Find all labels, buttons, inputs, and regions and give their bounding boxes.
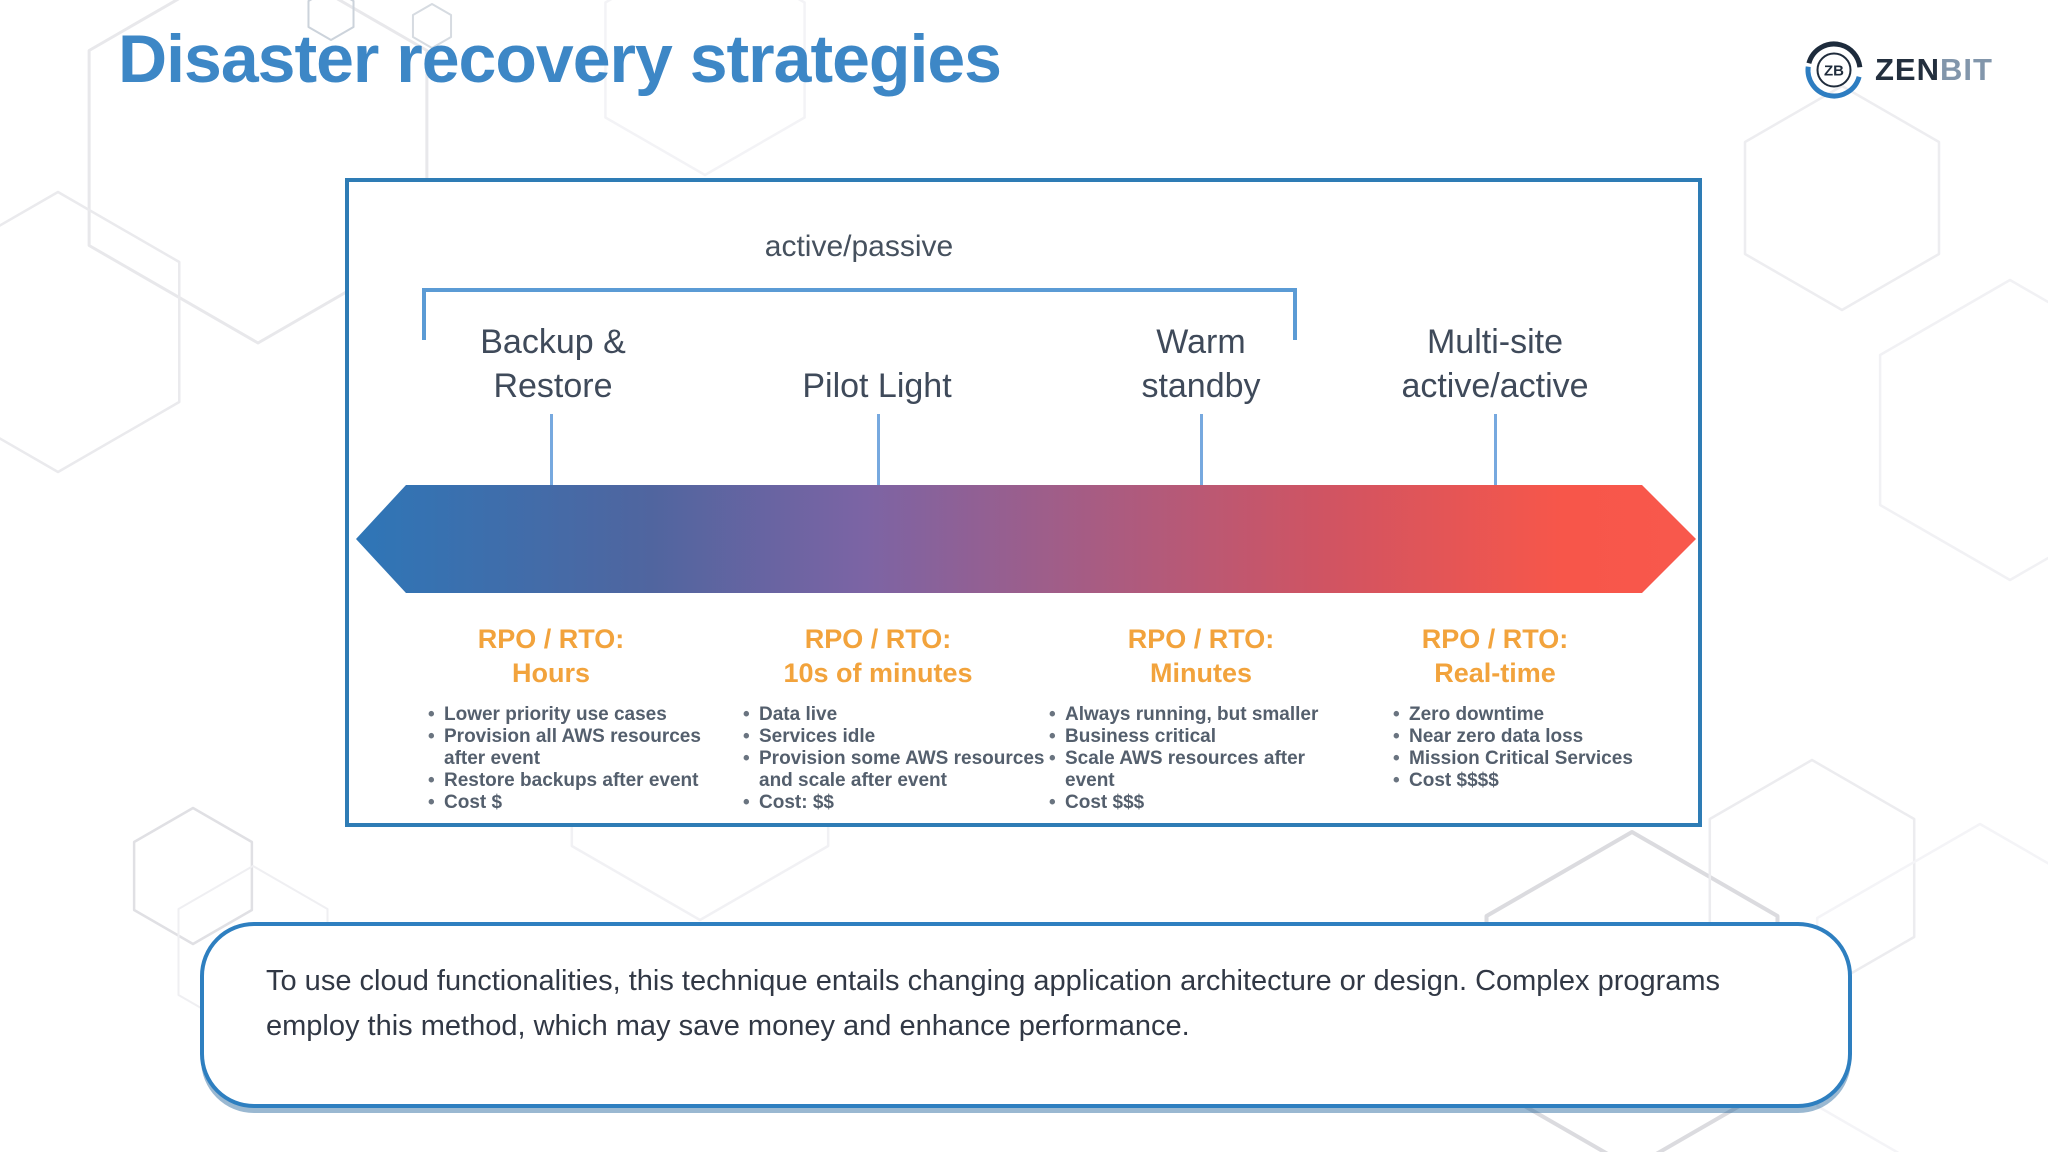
strategy-label-line: active/active [1401,367,1589,405]
brand-bit: BIT [1940,52,1993,87]
dr-strategies-diagram: active/passive Backup & Restore Pilot Li… [345,178,1702,827]
rpo-rto-line: Minutes [1149,658,1253,688]
strategy-label-line: Backup & [480,323,626,361]
strategy-details-list-backup-restore: Lower priority use cases Provision all A… [426,704,738,814]
rpo-rto-line: RPO / RTO: [1421,624,1569,654]
list-item: Near zero data loss [1391,726,1703,748]
strategy-label-pilot-light: Pilot Light [802,320,951,408]
list-item: Cost $$$$ [1391,770,1703,792]
rpo-rto-label-real-time: RPO / RTO: Real-time [1422,622,1569,690]
logo-mark-text: ZB [1824,63,1844,80]
rpo-rto-line: RPO / RTO: [477,624,625,654]
zenbit-logo-text: ZENBIT [1875,52,1993,88]
list-item: Scale AWS resources after event [1047,748,1359,792]
list-item: Cost $ [426,792,738,814]
list-item: Business critical [1047,726,1359,748]
list-item: Cost $$$ [1047,792,1359,814]
list-item: Always running, but smaller [1047,704,1359,726]
strategy-details-list-multi-site: Zero downtime Near zero data loss Missio… [1391,704,1703,792]
gradient-spectrum-arrow [356,485,1696,593]
strategy-label-line: standby [1141,367,1261,405]
strategy-label-line: Restore [493,367,613,405]
strategy-label-line: Warm [1156,323,1246,361]
rpo-rto-line: RPO / RTO: [1127,624,1275,654]
list-item: Provision some AWS resources and scale a… [741,748,1053,792]
active-passive-label: active/passive [764,230,954,263]
list-item: Lower priority use cases [426,704,738,726]
active-passive-bracket [422,288,1297,340]
strategy-details-list-pilot-light: Data live Services idle Provision some A… [741,704,1053,814]
rpo-rto-line: Real-time [1434,658,1556,688]
list-item: Zero downtime [1391,704,1703,726]
list-item: Cost: $$ [741,792,1053,814]
strategy-label-multi-site: Multi-site active/active [1401,320,1588,408]
strategy-label-backup-restore: Backup & Restore [480,320,626,408]
rpo-rto-line: Hours [511,658,591,688]
list-item: Restore backups after event [426,770,738,792]
list-item: Services idle [741,726,1053,748]
list-item: Provision all AWS resources after event [426,726,738,770]
rpo-rto-line: RPO / RTO: [804,624,952,654]
list-item: Mission Critical Services [1391,748,1703,770]
hexagon-decoration [1878,278,2048,582]
zenbit-logo: ZB ZENBIT [1800,36,1993,104]
list-item: Data live [741,704,1053,726]
strategy-label-line: Multi-site [1426,323,1564,361]
strategy-details-list-warm-standby: Always running, but smaller Business cri… [1047,704,1359,814]
brand-zen: ZEN [1875,52,1940,87]
strategy-label-line [802,320,951,364]
strategy-label-line: Pilot Light [802,367,952,405]
note-text: To use cloud functionalities, this techn… [266,965,1721,1042]
hexagon-decoration [1743,84,1941,312]
rpo-rto-label-minutes: RPO / RTO: Minutes [1128,622,1275,690]
rpo-rto-label-hours: RPO / RTO: Hours [478,622,625,690]
page-title: Disaster recovery strategies [118,21,1002,97]
strategy-label-warm-standby: Warm standby [1141,320,1260,408]
description-note-box: To use cloud functionalities, this techn… [200,922,1852,1108]
rpo-rto-label-10s-of-minutes: RPO / RTO: 10s of minutes [783,622,972,690]
zenbit-logo-icon: ZB [1805,41,1863,99]
rpo-rto-line: 10s of minutes [783,658,973,688]
